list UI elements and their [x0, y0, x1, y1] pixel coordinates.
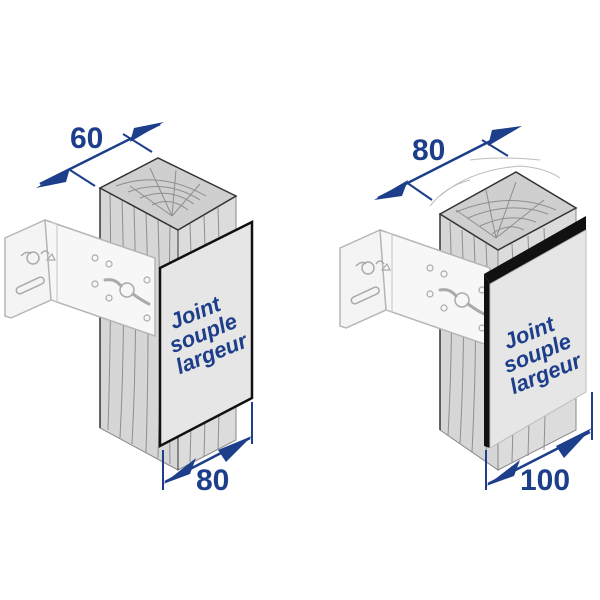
dimension-top-left: 60 — [36, 122, 164, 188]
figure-right: Joint souple largeur 80 100 — [338, 126, 593, 497]
post-top — [438, 171, 578, 251]
dimension-bottom-left: 80 — [162, 402, 253, 497]
dimension-bottom-right-value: 100 — [520, 464, 570, 497]
joint-plate-right — [489, 229, 587, 449]
joint-plate-edge-right — [484, 216, 586, 284]
dimension-bottom-right: 100 — [485, 392, 593, 497]
dimension-top-left-value: 60 — [70, 122, 103, 155]
dimension-top-right: 80 — [374, 126, 522, 201]
joint-plate-left — [158, 219, 254, 449]
dimension-top-right-value: 80 — [412, 134, 445, 167]
dimension-bottom-left-value: 80 — [196, 464, 229, 497]
figure-left: Joint souple largeur 60 80 — [3, 122, 254, 497]
